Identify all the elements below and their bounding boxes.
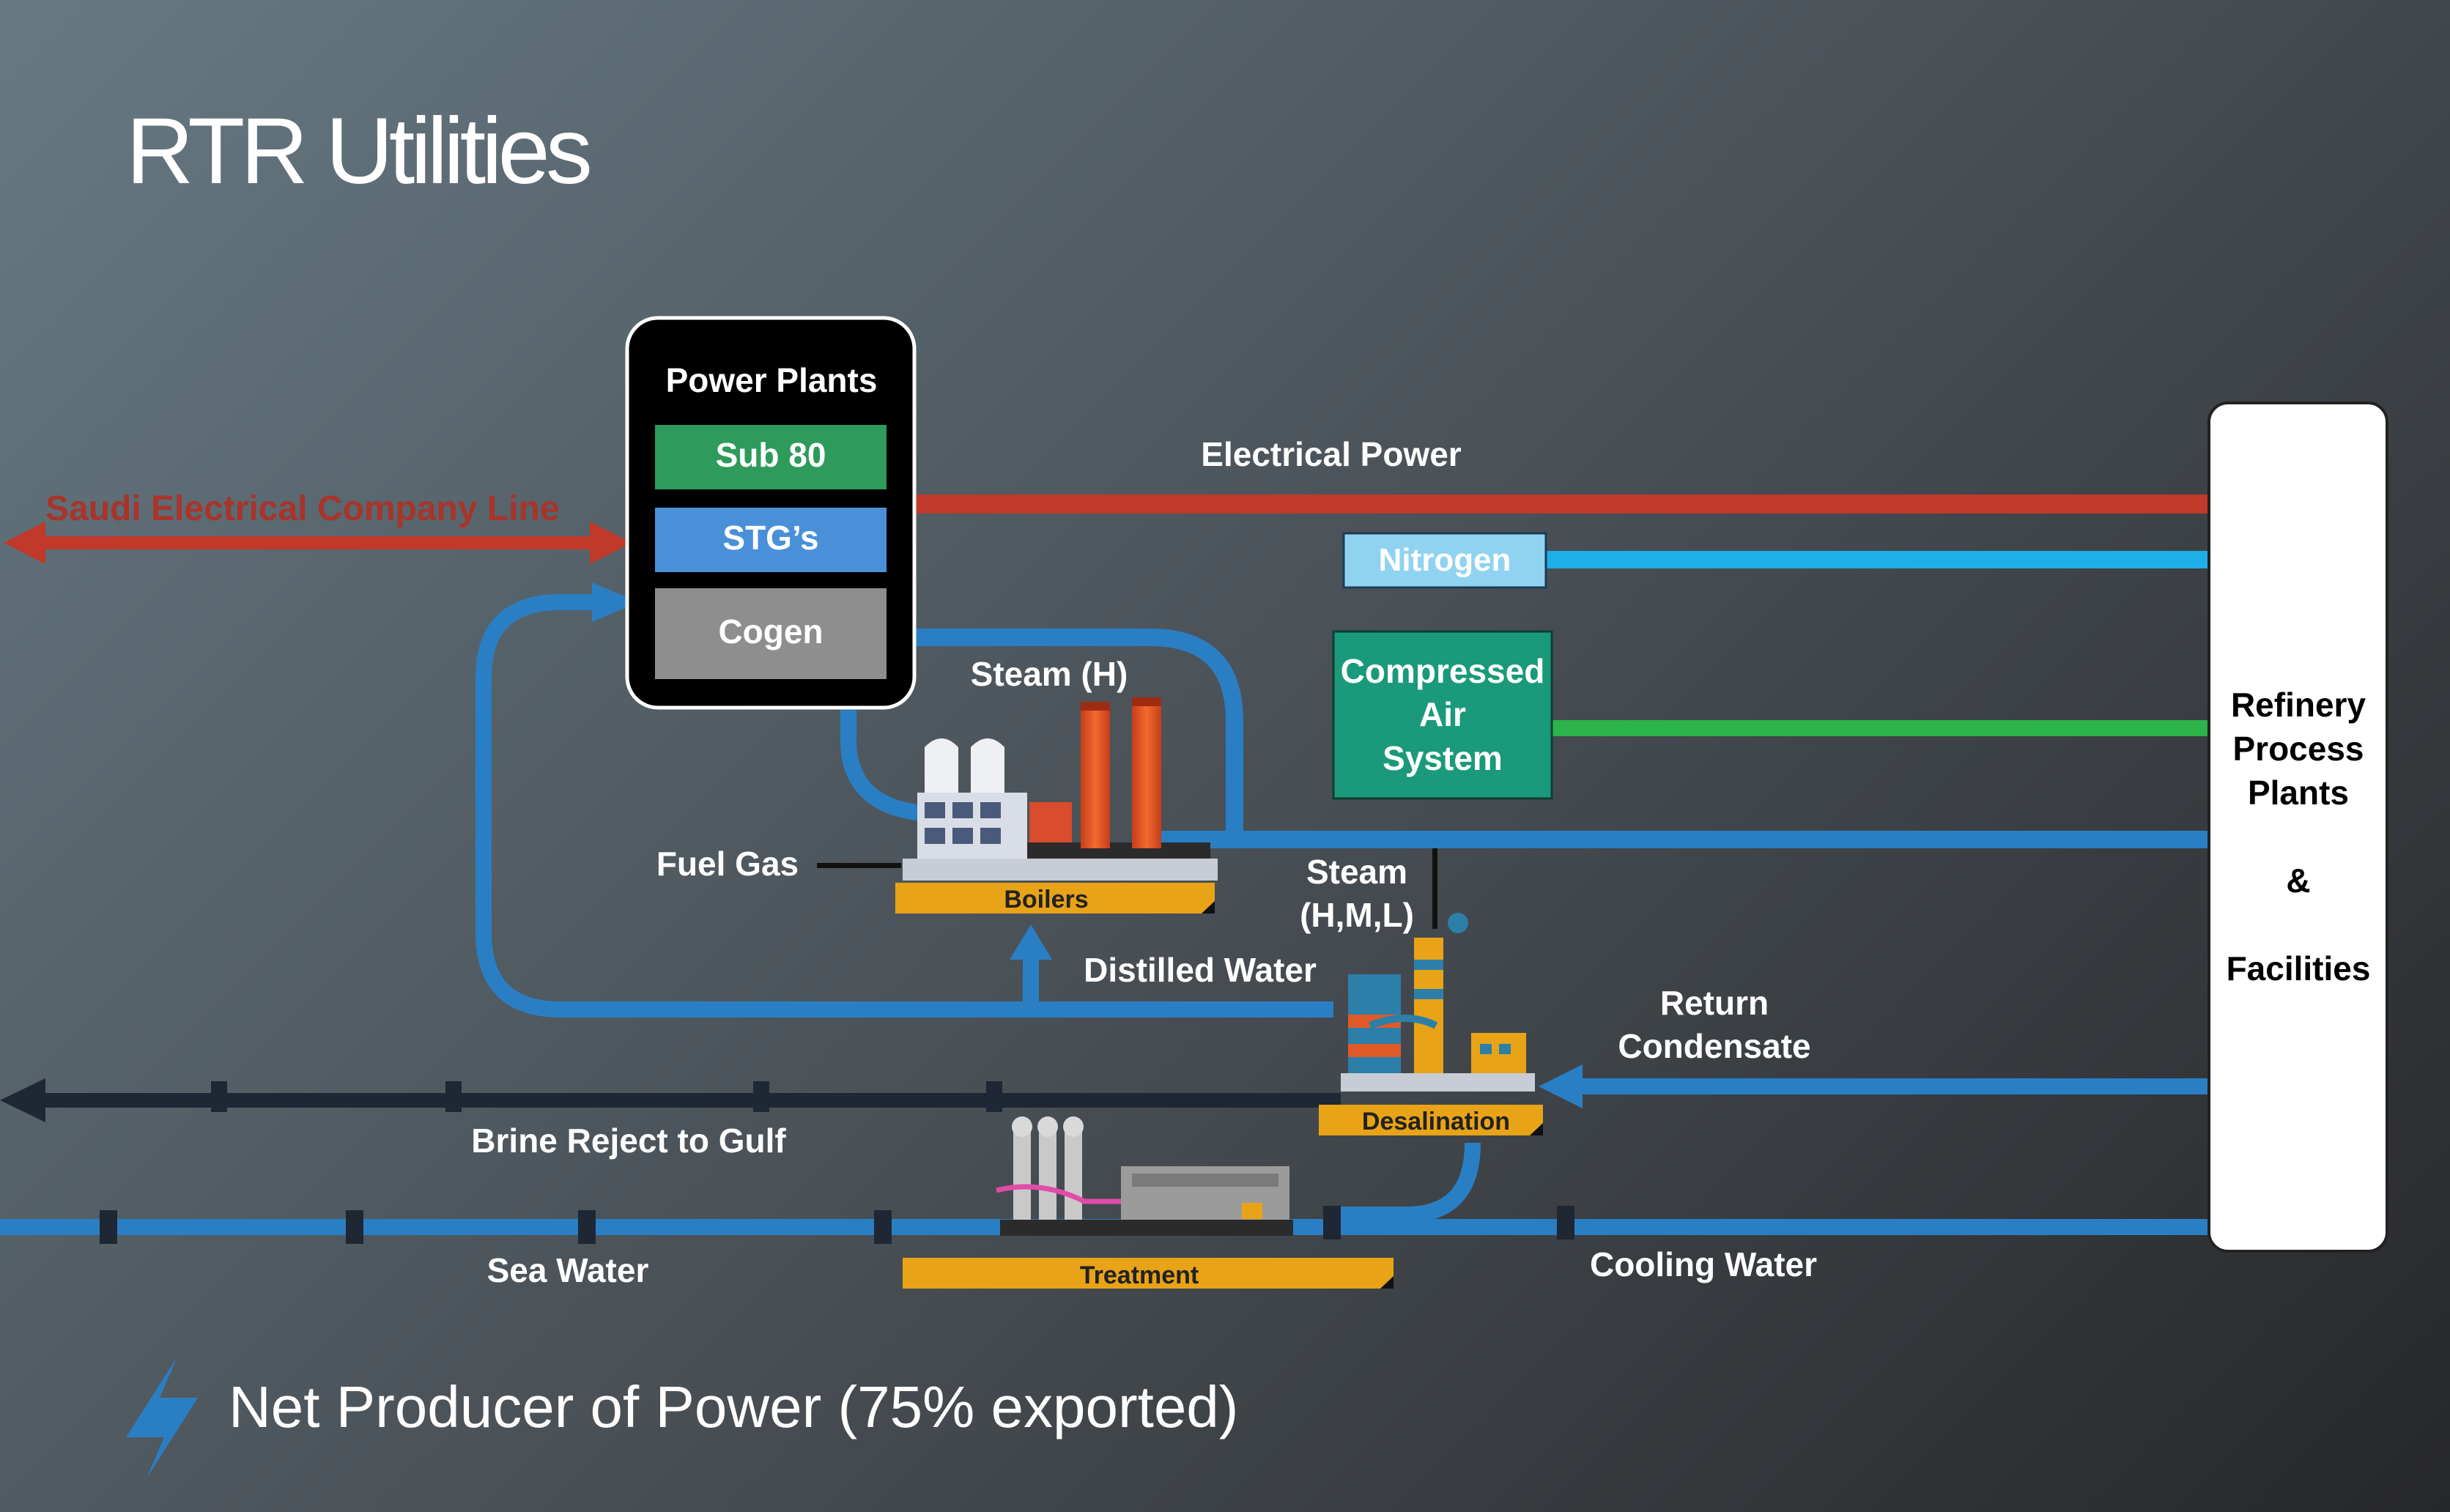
- lightning-bolt-icon: [126, 1357, 198, 1478]
- boiler-feed-line: [1023, 952, 1039, 1015]
- refinery-label-1: Refinery: [2231, 686, 2366, 724]
- nitrogen-line: [1544, 551, 2209, 568]
- treatment-icon: [996, 1116, 1293, 1236]
- stg-block: [655, 508, 887, 572]
- steam-hml-line: [1432, 848, 1437, 929]
- cogen-label: Cogen: [718, 612, 823, 651]
- footer-text: Net Producer of Power (75% exported): [229, 1374, 1238, 1439]
- brine-reject-line: [0, 1078, 1341, 1122]
- desalination-tag-corner: [1530, 1123, 1543, 1135]
- fuel-gas-line: [817, 863, 901, 868]
- cogen-boiler-pipe: [840, 707, 925, 821]
- power-plants-heading: Power Plants: [666, 361, 878, 399]
- boilers-label: Boilers: [1004, 886, 1088, 914]
- treatment-label: Treatment: [1080, 1261, 1199, 1289]
- boilers-icon: [903, 697, 1218, 881]
- compressed-air-label-2: Air: [1419, 695, 1466, 733]
- distilled-water-label: Distilled Water: [1084, 951, 1317, 989]
- refinery-label-5: Facilities: [2227, 949, 2371, 987]
- refinery-box: [2207, 401, 2388, 1253]
- electrical-power-label: Electrical Power: [1201, 435, 1461, 473]
- desalination-icon: [1341, 913, 1535, 1092]
- boilers-tag: [895, 883, 1215, 914]
- return-condensate-line: [1553, 1078, 2209, 1094]
- compressed-air-line: [1552, 720, 2209, 736]
- desalination-tag: [1319, 1105, 1543, 1135]
- sub80-block: [655, 425, 887, 489]
- treatment-tag-corner: [1380, 1276, 1394, 1289]
- steam-hml-label-1: Steam: [1306, 853, 1407, 891]
- return-condensate-arrow: [1539, 1064, 1583, 1108]
- cogen-block: [655, 588, 887, 679]
- brine-reject-label: Brine Reject to Gulf: [471, 1122, 786, 1160]
- steam-h-label: Steam (H): [971, 655, 1128, 693]
- return-condensate-label-1: Return: [1660, 984, 1769, 1022]
- cooling-desal-pipe: [1341, 1142, 1481, 1223]
- page-title: RTR Utilities: [126, 99, 590, 204]
- refinery-label-3: Plants: [2248, 774, 2349, 812]
- saudi-line-label: Saudi Electrical Company Line: [45, 489, 560, 528]
- refinery-label-2: Process: [2232, 730, 2364, 768]
- treatment-tag: [903, 1258, 1394, 1289]
- stg-label: STG’s: [722, 519, 818, 557]
- sea-water-label: Sea Water: [487, 1251, 649, 1289]
- boilers-tag-corner: [1202, 901, 1215, 914]
- cooling-water-label: Cooling Water: [1590, 1245, 1817, 1283]
- nitrogen-label: Nitrogen: [1379, 542, 1511, 578]
- compressed-air-label-1: Compressed: [1341, 652, 1545, 690]
- desalination-label: Desalination: [1362, 1108, 1510, 1135]
- boiler-feed-arrow: [1010, 924, 1052, 960]
- distilled-water-loop: [475, 594, 1333, 1018]
- loop-arrow-head: [592, 582, 639, 622]
- fuel-gas-label: Fuel Gas: [656, 845, 799, 883]
- compressed-air-label-3: System: [1383, 739, 1503, 777]
- refinery-label-4: &: [2286, 861, 2310, 900]
- return-condensate-label-2: Condensate: [1618, 1027, 1810, 1065]
- electrical-power-line: [912, 494, 2209, 514]
- sub80-label: Sub 80: [716, 436, 826, 474]
- steam-main-line: [1150, 831, 2209, 848]
- nitrogen-box: [1342, 532, 1547, 589]
- saudi-line-arrow: [4, 522, 632, 564]
- steam-h-pipe: [912, 629, 1243, 837]
- steam-hml-label-2: (H,M,L): [1300, 896, 1414, 934]
- compressed-air-box: [1332, 630, 1553, 800]
